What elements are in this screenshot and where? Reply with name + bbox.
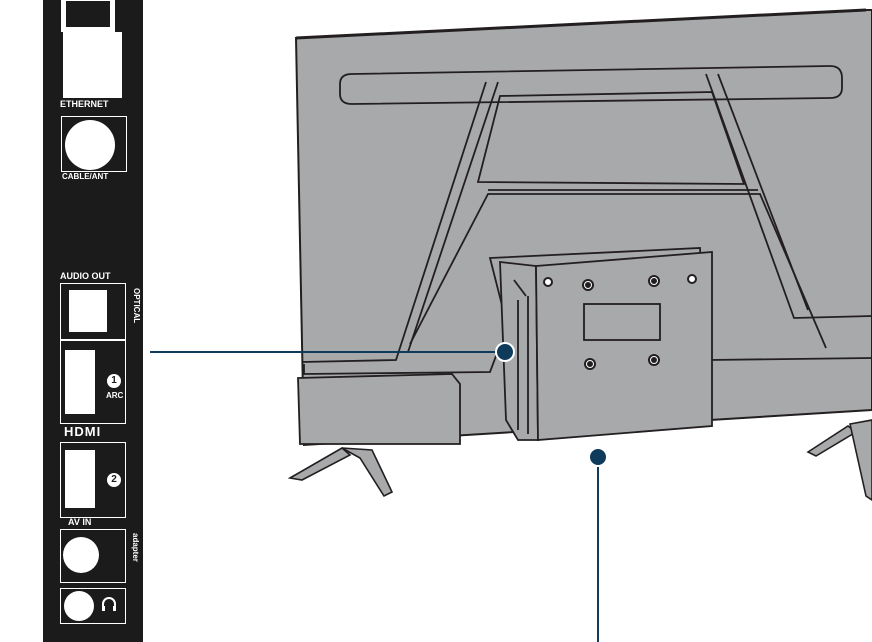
top-port-partial <box>61 0 115 32</box>
headphone-port <box>64 591 94 621</box>
av-in-port <box>63 537 99 573</box>
cable-ant-port <box>65 120 115 170</box>
callout-dot-ports <box>495 342 515 362</box>
callout-lines <box>150 342 608 642</box>
ethernet-port <box>63 32 122 98</box>
hdmi-logo: HDMI <box>64 424 102 439</box>
vesa-screw-holes <box>543 274 697 370</box>
label-plate <box>583 303 661 341</box>
av-in-label: AV IN <box>68 517 92 527</box>
hdmi2-number: 2 <box>107 473 121 487</box>
hdmi2-port <box>65 450 95 508</box>
tv-mount-housing <box>488 247 713 441</box>
headphone-icon <box>102 597 116 611</box>
arc-label: ARC <box>106 391 124 400</box>
hdmi1-number: 1 <box>107 374 121 388</box>
cable-ant-label: CABLE/ANT <box>62 172 109 181</box>
audio-out-label: AUDIO OUT <box>60 271 111 281</box>
tv-lower-housing <box>297 373 461 445</box>
ethernet-label: ETHERNET <box>60 99 109 109</box>
hdmi1-port <box>65 350 95 414</box>
connector-panel: ETHERNET CABLE/ANT AUDIO OUT OPTICAL 1 A… <box>43 0 143 642</box>
tv-stand-left <box>287 447 394 498</box>
tv-stand-right <box>806 419 872 501</box>
optical-port <box>69 290 107 332</box>
callout-dot-mount <box>588 447 608 467</box>
